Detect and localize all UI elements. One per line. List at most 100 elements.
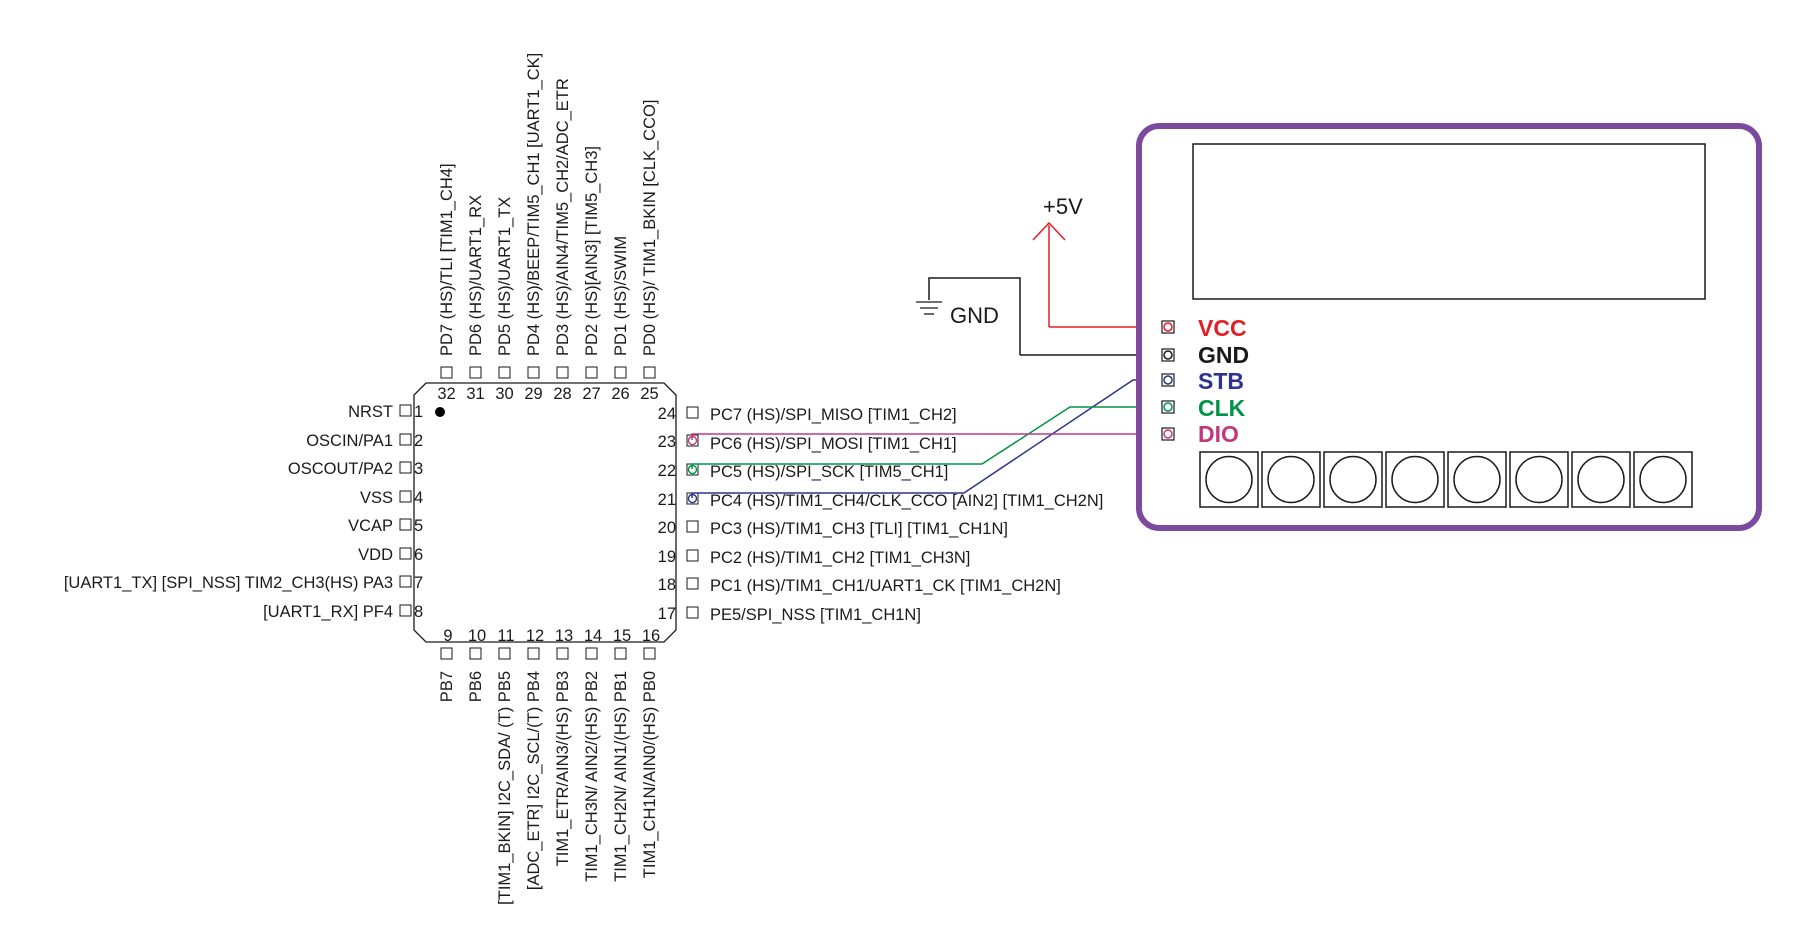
pin-17: 17 PE5/SPI_NSS [TIM1_CH1N]	[658, 605, 921, 624]
push-button-3	[1323, 451, 1383, 508]
pin-number: 9	[443, 627, 452, 645]
pin-pad	[527, 366, 540, 379]
connector-label-dio: DIO	[1198, 421, 1239, 447]
pin-label: PD3 (HS)/AIN4/TIM5_CH2/ADC_ETR	[554, 78, 572, 356]
pin-pad	[469, 647, 482, 660]
pin-label: NRST	[348, 403, 393, 421]
pin-pad	[498, 366, 511, 379]
pin-label: PC2 (HS)/TIM1_CH2 [TIM1_CH3N]	[710, 549, 970, 567]
vcc-supply-label: +5V	[1043, 194, 1083, 219]
pin-1: 1 NRST	[348, 403, 423, 421]
pin-label: [TIM1_BKIN] I2C_SDA/ (T) PB5	[496, 671, 514, 905]
pin-pad	[399, 490, 412, 503]
pin-label: PC4 (HS)/TIM1_CH4/CLK_CCO [AIN2] [TIM1_C…	[710, 492, 1103, 510]
pin-pad	[440, 366, 453, 379]
pin-6: 6 VDD	[358, 546, 423, 564]
connector-pin-clk: CLK	[1161, 395, 1246, 421]
pin-pad	[399, 461, 412, 474]
pin-label: VCAP	[348, 517, 393, 535]
pin-pad	[585, 647, 598, 660]
pin-pad	[469, 366, 482, 379]
pin-pad	[686, 406, 699, 419]
pin-number: 2	[414, 432, 423, 450]
wire-dio	[691, 433, 1162, 440]
right-pins: 24 PC7 (HS)/SPI_MISO [TIM1_CH2] 23 PC6 (…	[658, 405, 1104, 624]
pin-32: 32 PD7 (HS)/TLI [TIM1_CH4]	[437, 163, 456, 403]
push-button-1	[1199, 451, 1259, 508]
pin-pad	[556, 366, 569, 379]
pin-11: 11 [TIM1_BKIN] I2C_SDA/ (T) PB5	[496, 627, 515, 905]
pin-label: PC3 (HS)/TIM1_CH3 [TLI] [TIM1_CH1N]	[710, 520, 1008, 538]
pin1-marker	[435, 407, 445, 417]
pin-label: PC1 (HS)/TIM1_CH1/UART1_CK [TIM1_CH2N]	[710, 577, 1061, 595]
pin-ring	[1163, 429, 1173, 439]
connector-label-stb: STB	[1198, 368, 1244, 394]
pin-label: PD1 (HS)/SWIM	[612, 236, 630, 356]
pin-pad	[556, 647, 569, 660]
pin-label: PD0 (HS)/ TIM1_BKIN [CLK_CCO]	[641, 100, 659, 356]
power-symbols: +5V GND	[916, 194, 1083, 355]
pin-number: 13	[555, 627, 573, 645]
vcc-arrow-head	[1032, 221, 1066, 241]
pin-number: 20	[658, 519, 676, 537]
pin-31: 31 PD6 (HS)/UART1_RX	[466, 195, 485, 403]
pin-2: 2 OSCIN/PA1	[306, 432, 423, 450]
pin-label: [ADC_ETR] I2C_SCL/(T) PB4	[525, 671, 543, 890]
pin-18: 18 PC1 (HS)/TIM1_CH1/UART1_CK [TIM1_CH2N…	[658, 576, 1061, 595]
pin-7: 7 [UART1_TX] [SPI_NSS] TIM2_CH3(HS) PA3	[64, 574, 423, 592]
pin-number: 30	[495, 385, 513, 403]
ground-label: GND	[950, 303, 999, 328]
push-button-6	[1509, 451, 1569, 508]
led-key-module: VCC GND STB CLK DIO	[1136, 123, 1762, 531]
pin-number: 19	[658, 548, 676, 566]
pin-pad	[399, 404, 412, 417]
connector-header: VCC GND STB CLK DIO	[1161, 315, 1249, 447]
pin-number: 7	[414, 574, 423, 592]
pin-number: 24	[658, 405, 676, 423]
pin-label: VDD	[358, 546, 393, 564]
button-cap	[1267, 455, 1315, 504]
pin-24: 24 PC7 (HS)/SPI_MISO [TIM1_CH2]	[658, 405, 957, 424]
pin-label: PB6	[467, 671, 485, 702]
pin-pad	[399, 575, 412, 588]
pin-8: 8 [UART1_RX] PF4	[263, 603, 423, 621]
ground-symbol: GND	[916, 277, 1021, 355]
pin-pad	[686, 520, 699, 533]
mcu-body	[413, 382, 677, 643]
mcu-chip: 1 NRST 2 OSCIN/PA1 3 OSCOUT/PA2 4 VSS 5	[64, 53, 1104, 905]
pin-pad	[440, 647, 453, 660]
pin-pad	[686, 606, 699, 619]
pin-number: 12	[526, 627, 544, 645]
pin-pad	[399, 604, 412, 617]
left-pins: 1 NRST 2 OSCIN/PA1 3 OSCOUT/PA2 4 VSS 5	[64, 403, 423, 621]
pin-pad	[585, 366, 598, 379]
pin-number: 29	[524, 385, 542, 403]
pin-pad	[614, 366, 627, 379]
pin-5: 5 VCAP	[348, 517, 423, 535]
pin-label: PC7 (HS)/SPI_MISO [TIM1_CH2]	[710, 406, 957, 424]
button-cap	[1577, 455, 1625, 504]
pin-number: 25	[640, 385, 658, 403]
button-cap	[1515, 455, 1563, 504]
pin-13: 13 TIM1_ETR/AIN3/(HS) PB3	[554, 627, 573, 866]
vcc-arrow-symbol: +5V	[1032, 194, 1083, 327]
pin-ring	[1163, 350, 1173, 360]
pin-number: 22	[658, 462, 676, 480]
pin-9: 9 PB7	[438, 627, 456, 702]
pin-23: 23 PC6 (HS)/SPI_MOSI [TIM1_CH1]	[658, 433, 957, 453]
pin-number: 21	[658, 491, 676, 509]
pin-27: 27 PD2 (HS)[AIN3] [TIM5_CH3]	[582, 146, 601, 403]
pin-pad	[527, 647, 540, 660]
pin-pad	[399, 518, 412, 531]
pin-label: PD6 (HS)/UART1_RX	[467, 195, 485, 356]
connector-pin-dio: DIO	[1161, 421, 1239, 447]
connector-pin-gnd: GND	[1161, 342, 1249, 368]
pin-29: 29 PD4 (HS)/BEEP/TIM5_CH1 [UART1_CK]	[524, 53, 543, 403]
pin-label: PC5 (HS)/SPI_SCK [TIM5_CH1]	[710, 463, 948, 481]
pin-28: 28 PD3 (HS)/AIN4/TIM5_CH2/ADC_ETR	[553, 78, 572, 403]
pin-number: 27	[582, 385, 600, 403]
pin-number: 14	[584, 627, 602, 645]
pin-pad	[399, 433, 412, 446]
pin-12: 12 [ADC_ETR] I2C_SCL/(T) PB4	[525, 627, 544, 890]
